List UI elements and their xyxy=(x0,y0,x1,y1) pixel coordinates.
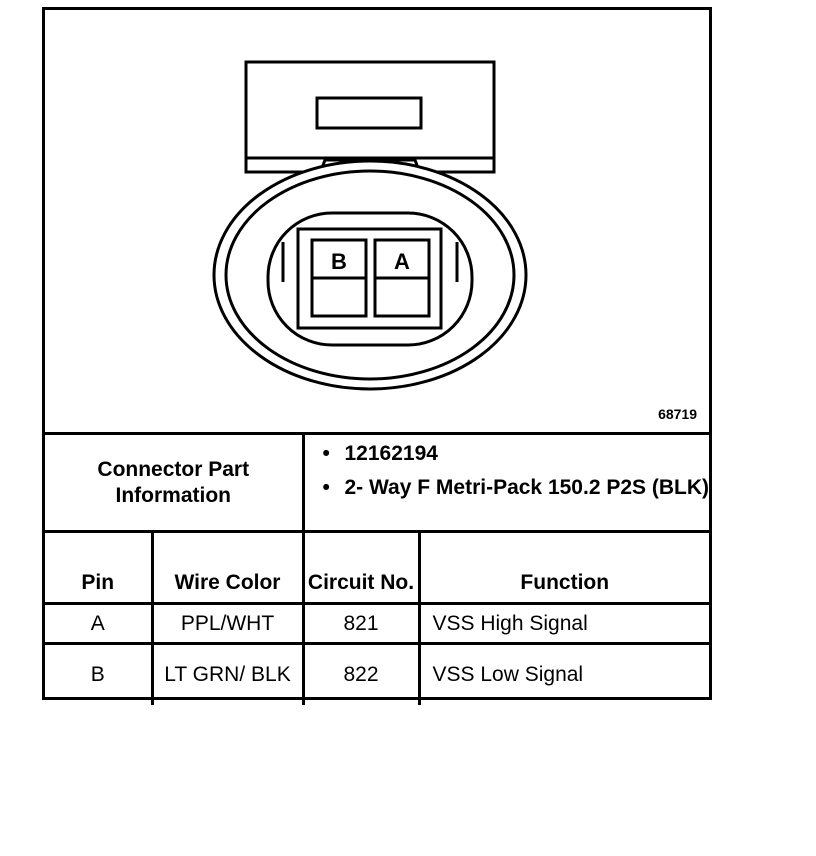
connector-info-row: Connector Part Information 12162194 2- W… xyxy=(45,435,710,533)
outer-seal-ring xyxy=(212,159,528,391)
connector-face xyxy=(266,211,474,347)
part-number: 12162194 xyxy=(323,441,710,467)
circuit-no-cell: 821 xyxy=(301,602,421,645)
pin-b-label: B xyxy=(331,249,347,274)
circuit-no-header: Circuit No. xyxy=(301,530,421,605)
pin-a-label: A xyxy=(394,249,410,274)
pin-cell: A xyxy=(45,602,154,645)
inner-seal-ring xyxy=(224,169,516,381)
circuit-no-cell: 822 xyxy=(301,642,421,705)
connector-info-list: 12162194 2- Way F Metri-Pack 150.2 P2S (… xyxy=(301,435,710,533)
connector-drawing: B A xyxy=(212,60,528,391)
wire-color-header: Wire Color xyxy=(150,530,305,605)
pinout-header-row: Pin Wire Color Circuit No. Function xyxy=(45,530,709,605)
locking-tab xyxy=(315,96,423,130)
connector-frame: B A 68719 Connector Part Information 121… xyxy=(42,7,712,705)
connector-table: Connector Part Information 12162194 2- W… xyxy=(45,435,709,705)
function-header: Function xyxy=(417,530,709,605)
function-cell: VSS High Signal xyxy=(417,602,709,645)
terminal-cavity xyxy=(296,227,443,330)
wire-color-cell: LT GRN/ BLK xyxy=(150,642,305,705)
connector-diagram: B A 68719 xyxy=(45,10,709,435)
function-cell: VSS Low Signal xyxy=(417,642,709,705)
table-row: B LT GRN/ BLK 822 VSS Low Signal xyxy=(45,642,709,705)
pin-cell: B xyxy=(45,642,154,705)
connector-housing xyxy=(244,60,496,174)
wire-color-cell: PPL/WHT xyxy=(150,602,305,645)
pin-header: Pin xyxy=(45,530,154,605)
table-row: A PPL/WHT 821 VSS High Signal xyxy=(45,602,709,645)
figure-number: 68719 xyxy=(658,406,697,422)
connector-info-label: Connector Part Information xyxy=(45,435,305,533)
connector-type: 2- Way F Metri-Pack 150.2 P2S (BLK) xyxy=(323,475,709,501)
